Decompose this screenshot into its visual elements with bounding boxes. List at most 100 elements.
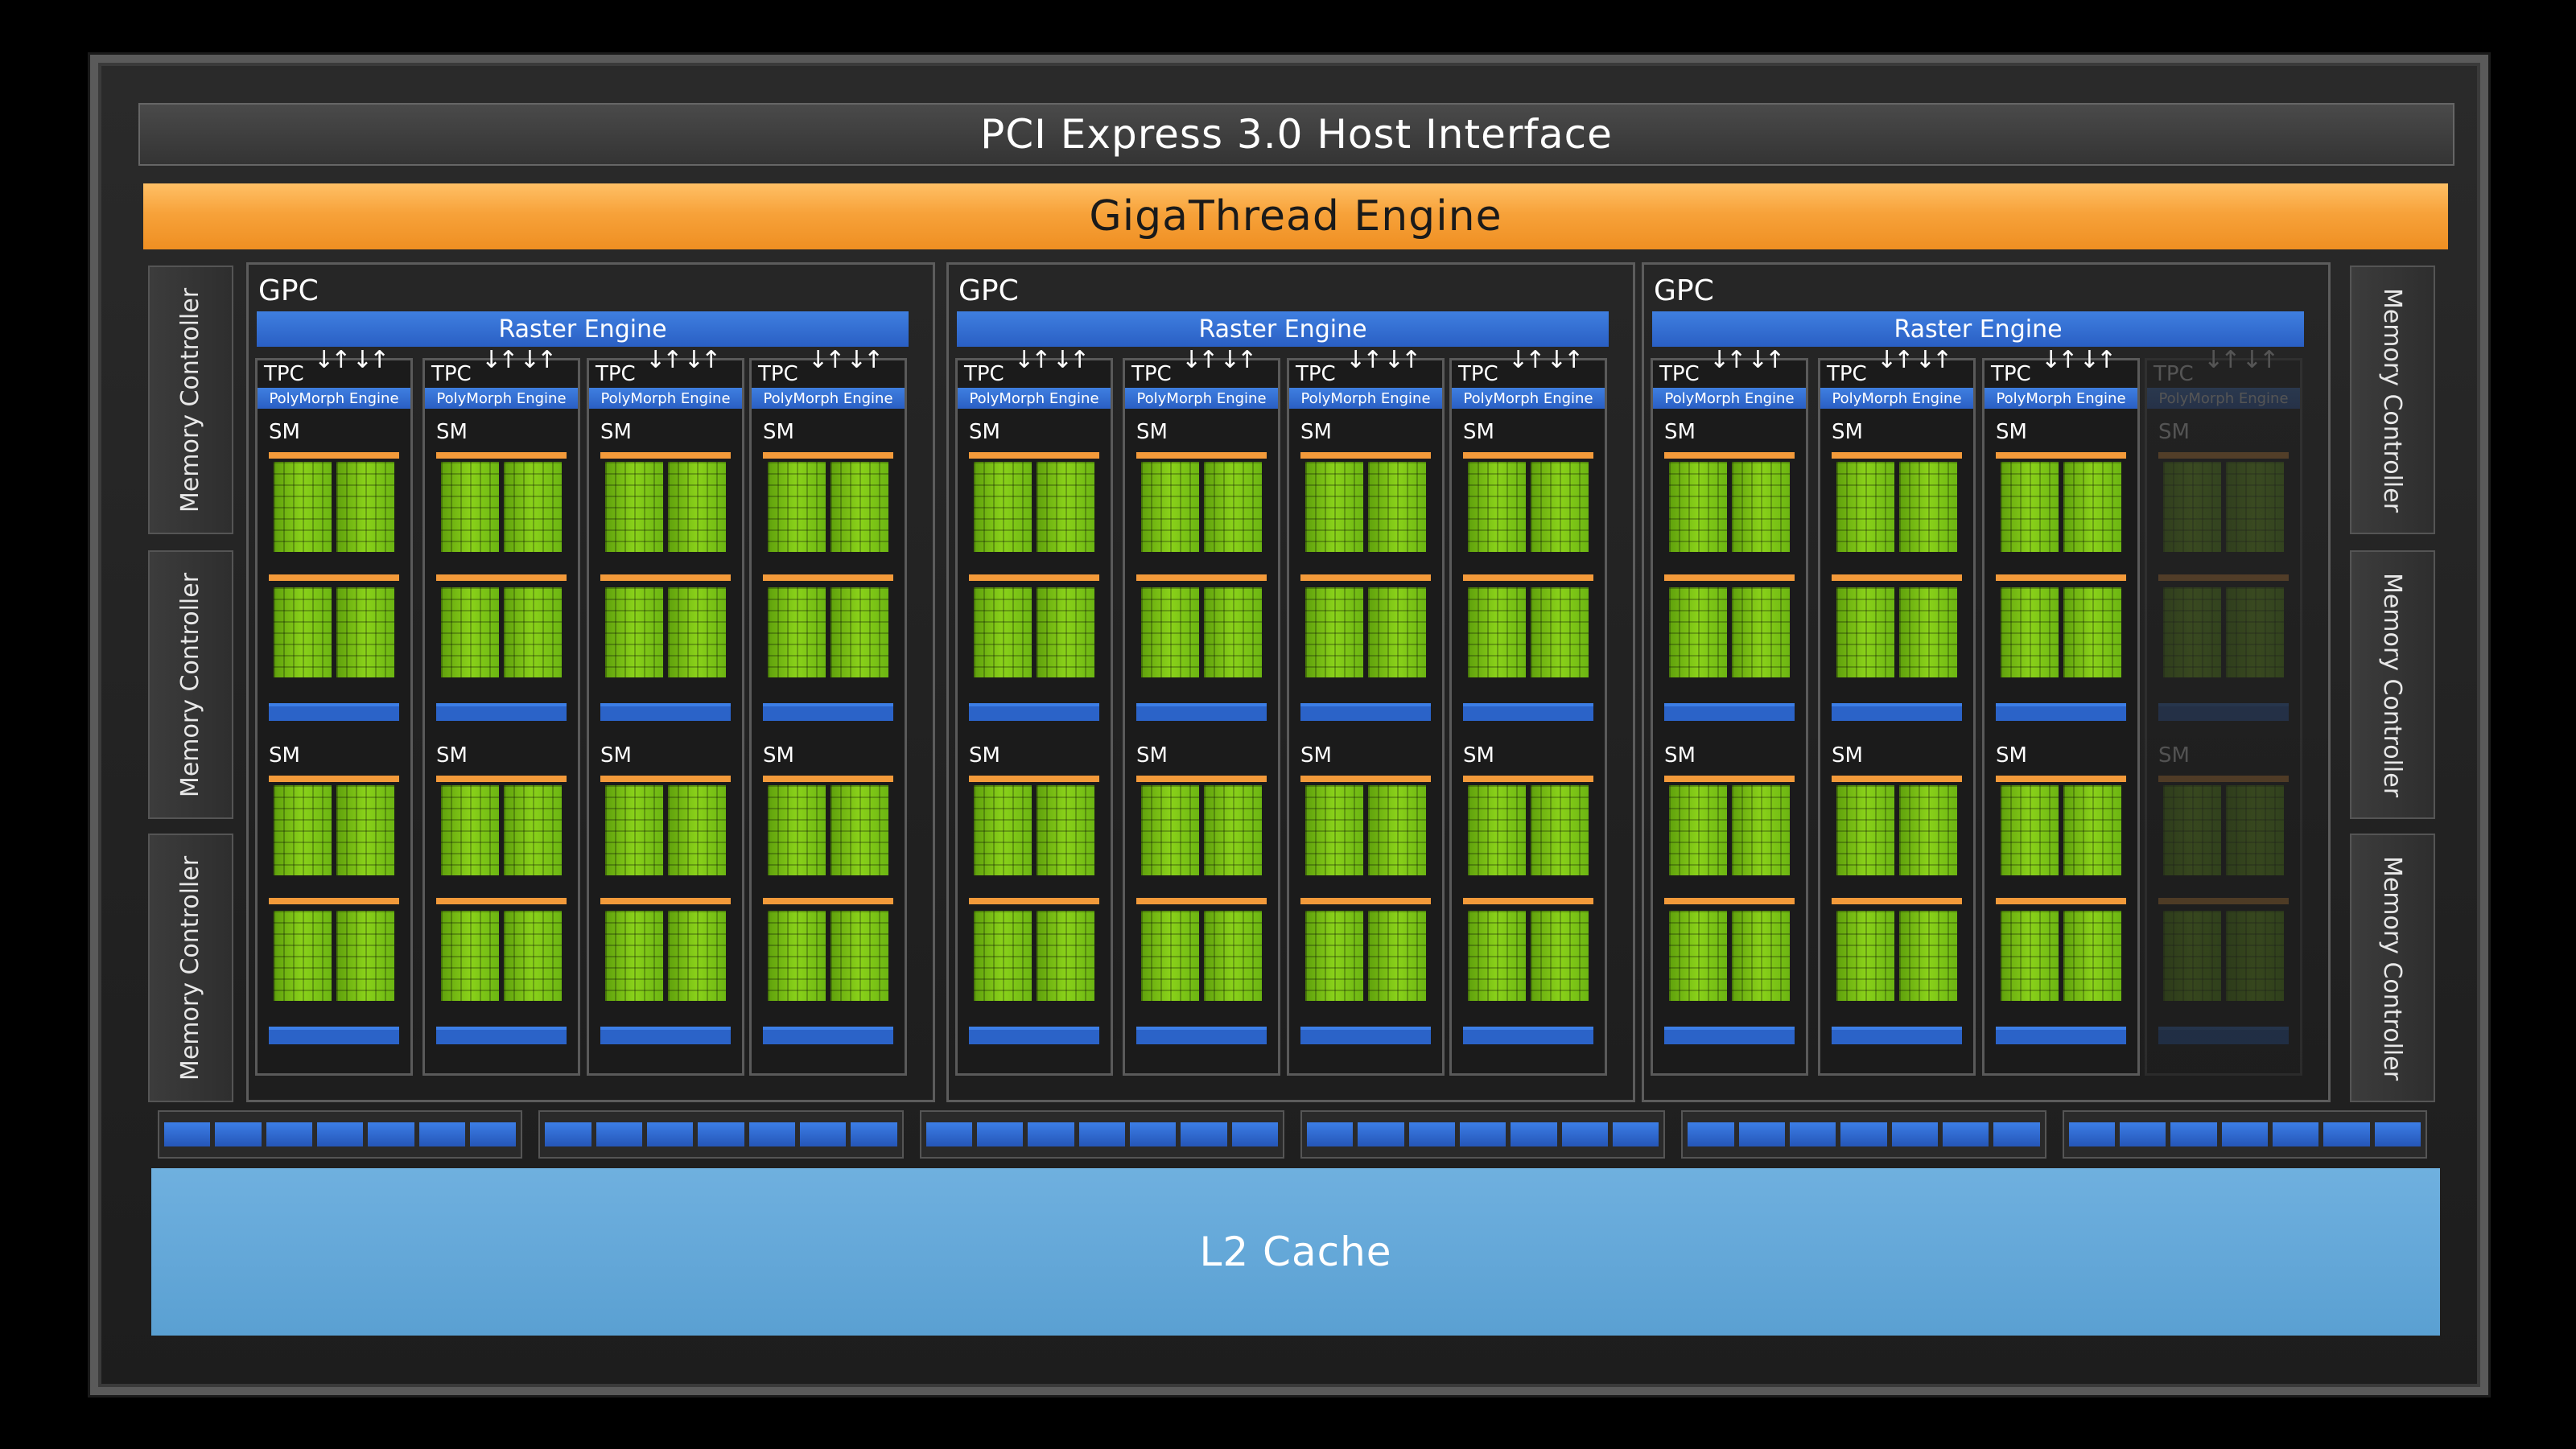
crossbar-segment bbox=[919, 1110, 1284, 1159]
sm: SM bbox=[1832, 743, 1962, 1062]
sm-cache-strip bbox=[1664, 452, 1795, 459]
sm-label: SM bbox=[1664, 743, 1696, 768]
sm-label: SM bbox=[1463, 743, 1494, 768]
cuda-cores-block bbox=[441, 785, 499, 875]
bidirectional-arrows-icon: ↓↑ ↓↑ bbox=[1709, 346, 1785, 374]
texture-unit-strip bbox=[1300, 1027, 1431, 1044]
texture-unit-strip bbox=[600, 1027, 731, 1044]
cuda-cores-block bbox=[605, 785, 663, 875]
cuda-cores-block bbox=[768, 785, 826, 875]
sm: SM bbox=[1664, 420, 1795, 739]
cuda-cores-block bbox=[274, 462, 332, 552]
sm-cache-strip bbox=[1996, 574, 2126, 581]
tpc-label: TPC bbox=[2154, 362, 2194, 386]
sm: SM bbox=[969, 420, 1099, 739]
sm: SM bbox=[969, 743, 1099, 1062]
cuda-cores-block bbox=[1468, 462, 1526, 552]
crossbar-cell bbox=[748, 1122, 795, 1146]
sm: SM bbox=[2158, 743, 2289, 1062]
sm-label: SM bbox=[269, 420, 300, 444]
sm-label: SM bbox=[969, 743, 1000, 768]
cuda-cores-block bbox=[1037, 785, 1094, 875]
cuda-cores-block bbox=[1899, 785, 1957, 875]
cuda-cores-block bbox=[1732, 911, 1790, 1001]
sm-cache-strip bbox=[969, 452, 1099, 459]
cuda-cores-block bbox=[2163, 911, 2221, 1001]
sm-cache-strip bbox=[969, 574, 1099, 581]
crossbar-cell bbox=[925, 1122, 972, 1146]
sm-cache-strip bbox=[1136, 776, 1267, 782]
sm: SM bbox=[1996, 420, 2126, 739]
sm-cache-strip bbox=[1136, 898, 1267, 904]
sm-cache-strip bbox=[1996, 452, 2126, 459]
cuda-cores-block bbox=[2063, 785, 2121, 875]
sm-cache-strip bbox=[969, 776, 1099, 782]
cuda-cores-block bbox=[1468, 911, 1526, 1001]
crossbar-cell bbox=[977, 1122, 1024, 1146]
texture-unit-strip bbox=[1832, 703, 1962, 721]
crossbar-cell bbox=[851, 1122, 897, 1146]
sm-cache-strip bbox=[269, 574, 399, 581]
memory-controller-left-2: Memory Controller bbox=[148, 550, 233, 819]
cuda-cores-block bbox=[1305, 587, 1363, 677]
crossbar-cell bbox=[1612, 1122, 1659, 1146]
cuda-cores-block bbox=[274, 785, 332, 875]
cuda-cores-block bbox=[1468, 587, 1526, 677]
polymorph-engine: PolyMorph Engine bbox=[752, 388, 905, 409]
cuda-cores-block bbox=[2001, 587, 2059, 677]
crossbar-cell bbox=[799, 1122, 847, 1146]
sm-cache-strip bbox=[1996, 776, 2126, 782]
texture-unit-strip bbox=[2158, 703, 2289, 721]
sm: SM bbox=[1300, 420, 1431, 739]
cuda-cores-block bbox=[336, 462, 394, 552]
sm-label: SM bbox=[1463, 420, 1494, 444]
sm-cache-strip bbox=[600, 776, 731, 782]
cuda-cores-block bbox=[274, 911, 332, 1001]
cuda-cores-block bbox=[1669, 911, 1727, 1001]
cuda-cores-block bbox=[1368, 462, 1426, 552]
sm-label: SM bbox=[436, 420, 468, 444]
sm-cache-strip bbox=[436, 776, 567, 782]
memory-controller-label: Memory Controller bbox=[2378, 287, 2407, 513]
memory-controller-right-3: Memory Controller bbox=[2350, 834, 2435, 1102]
cuda-cores-block bbox=[668, 462, 726, 552]
cuda-cores-block bbox=[2163, 587, 2221, 677]
polymorph-engine: PolyMorph Engine bbox=[958, 388, 1111, 409]
tpc-label: TPC bbox=[1659, 362, 1700, 386]
pci-express-host-interface: PCI Express 3.0 Host Interface bbox=[138, 103, 2454, 166]
raster-engine: Raster Engine bbox=[957, 311, 1609, 347]
sm: SM bbox=[1136, 743, 1267, 1062]
texture-unit-strip bbox=[1996, 1027, 2126, 1044]
cuda-cores-block bbox=[1732, 785, 1790, 875]
sm-cache-strip bbox=[1832, 574, 1962, 581]
crossbar-cell bbox=[596, 1122, 642, 1146]
bidirectional-arrows-icon: ↓↑ ↓↑ bbox=[1181, 346, 1257, 374]
crossbar-cell bbox=[2272, 1122, 2319, 1146]
sm-label: SM bbox=[969, 420, 1000, 444]
cuda-cores-block bbox=[605, 587, 663, 677]
gpc-label: GPC bbox=[1654, 274, 1714, 307]
texture-unit-strip bbox=[436, 703, 567, 721]
sm-label: SM bbox=[1664, 420, 1696, 444]
cuda-cores-block bbox=[1899, 587, 1957, 677]
cuda-cores-block bbox=[831, 587, 888, 677]
cuda-cores-block bbox=[2226, 911, 2284, 1001]
cuda-cores-block bbox=[1305, 785, 1363, 875]
texture-unit-strip bbox=[763, 703, 893, 721]
sm-label: SM bbox=[2158, 743, 2190, 768]
cuda-cores-block bbox=[1204, 462, 1262, 552]
cuda-cores-block bbox=[1037, 587, 1094, 677]
sm-label: SM bbox=[1996, 420, 2027, 444]
sm-cache-strip bbox=[2158, 574, 2289, 581]
cuda-cores-block bbox=[2226, 587, 2284, 677]
crossbar-cell bbox=[1891, 1122, 1938, 1146]
cuda-cores-block bbox=[974, 462, 1032, 552]
sm: SM bbox=[436, 420, 567, 739]
crossbar-cell bbox=[647, 1122, 694, 1146]
cuda-cores-block bbox=[768, 462, 826, 552]
cuda-cores-block bbox=[2226, 462, 2284, 552]
